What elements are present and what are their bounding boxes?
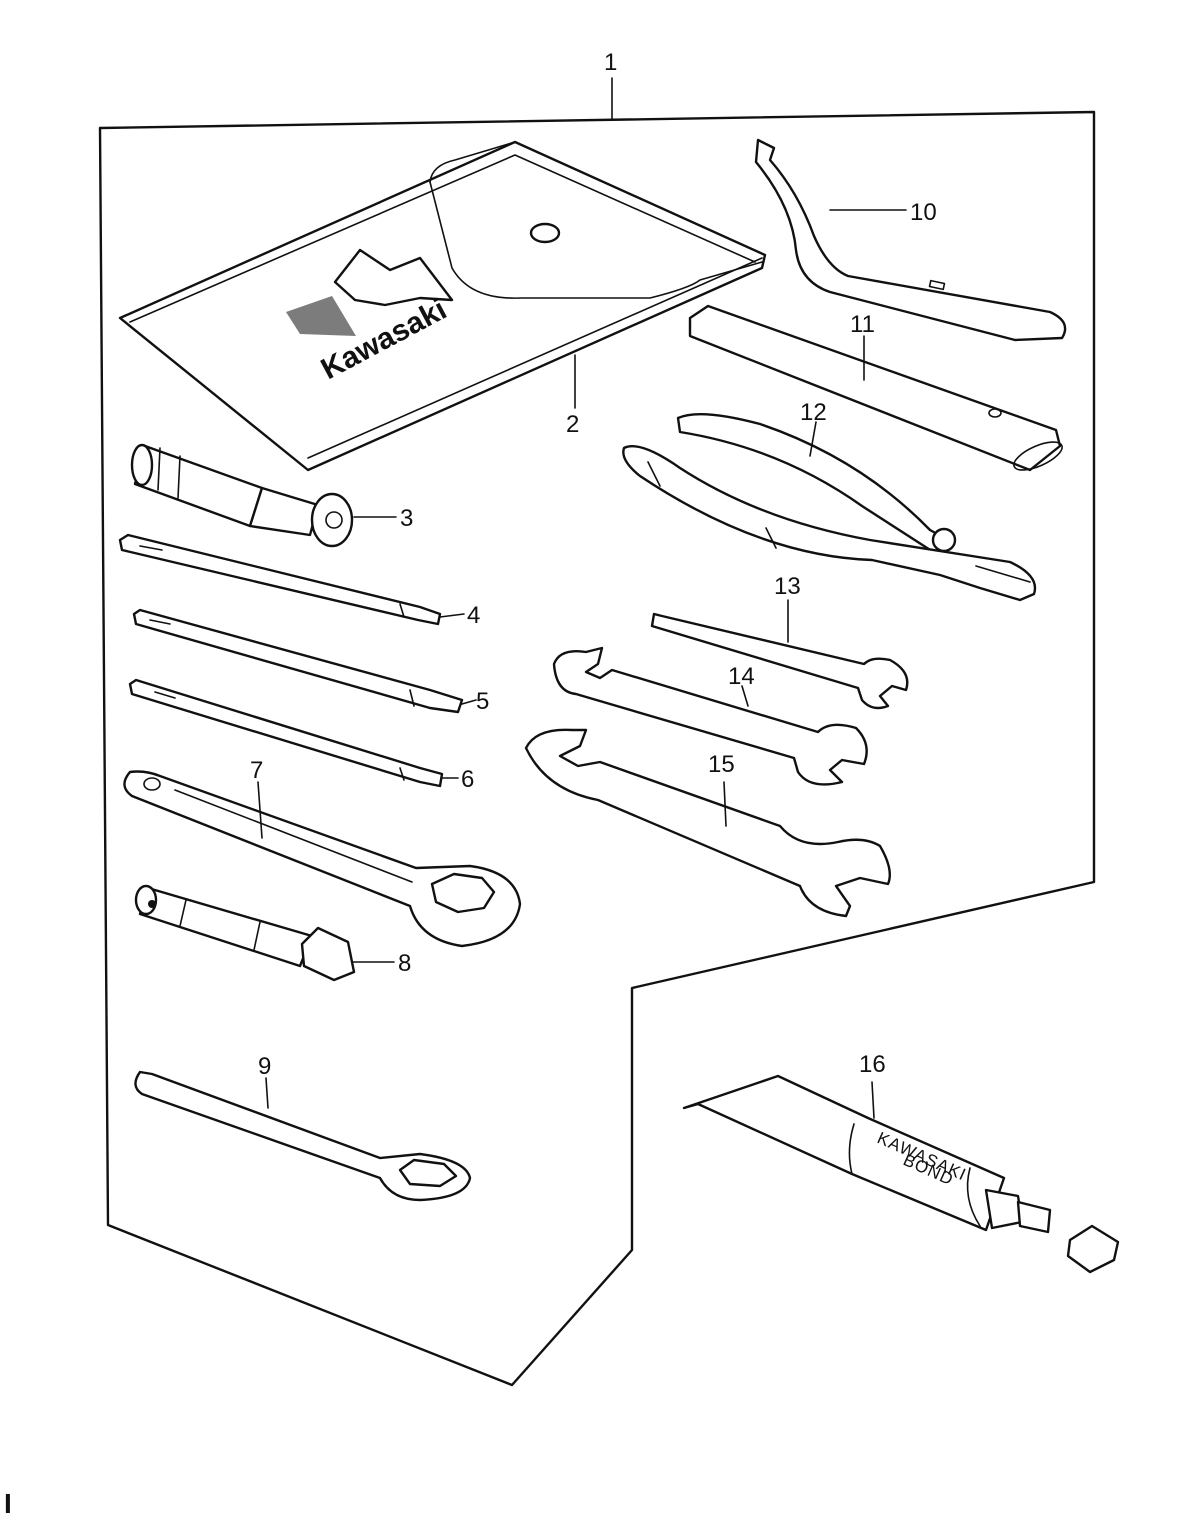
corner-mark: I bbox=[4, 1488, 12, 1515]
leader-line-9 bbox=[265, 1077, 269, 1109]
leader-line-14 bbox=[741, 685, 749, 707]
callout-13: 13 bbox=[774, 573, 801, 600]
open-wrench-15 bbox=[524, 728, 891, 918]
callout-12: 12 bbox=[800, 399, 827, 426]
callout-7: 7 bbox=[250, 757, 263, 784]
open-wrench-13 bbox=[650, 612, 909, 710]
callout-2: 2 bbox=[566, 411, 579, 438]
callout-1: 1 bbox=[604, 49, 617, 76]
callout-14: 14 bbox=[728, 663, 755, 690]
tool-pouch: Kawasaki bbox=[118, 140, 767, 472]
leader-line-15 bbox=[723, 781, 727, 827]
screwdriver-bit-4 bbox=[118, 533, 442, 626]
screwdriver-handle bbox=[130, 443, 354, 548]
open-wrench-14 bbox=[552, 646, 868, 786]
callout-10: 10 bbox=[910, 199, 937, 226]
callout-15: 15 bbox=[708, 751, 735, 778]
callout-9: 9 bbox=[258, 1053, 271, 1080]
spark-plug-wrench bbox=[134, 884, 356, 982]
box-wrench-9 bbox=[134, 1070, 472, 1202]
pliers bbox=[622, 412, 1037, 602]
bond-tube: KAWASAKI BOND bbox=[682, 1074, 1120, 1274]
leader-line-5 bbox=[461, 699, 477, 705]
leader-line-12 bbox=[809, 421, 817, 457]
callout-11: 11 bbox=[850, 311, 875, 338]
screwdriver-bit-5 bbox=[132, 608, 464, 714]
leader-line-7 bbox=[257, 781, 263, 839]
callout-3: 3 bbox=[400, 505, 413, 532]
callout-4: 4 bbox=[467, 602, 480, 629]
leader-line-4 bbox=[439, 613, 465, 618]
extension-bar bbox=[688, 304, 1063, 472]
callout-8: 8 bbox=[398, 950, 411, 977]
box-wrench-7 bbox=[123, 770, 522, 948]
leader-line-16 bbox=[871, 1081, 875, 1119]
callout-6: 6 bbox=[461, 766, 474, 793]
callout-16: 16 bbox=[859, 1051, 886, 1078]
screwdriver-bit-6 bbox=[128, 678, 444, 788]
hook-spanner bbox=[754, 138, 1067, 342]
kit-boundary-outline bbox=[98, 110, 1096, 1387]
callout-5: 5 bbox=[476, 688, 489, 715]
